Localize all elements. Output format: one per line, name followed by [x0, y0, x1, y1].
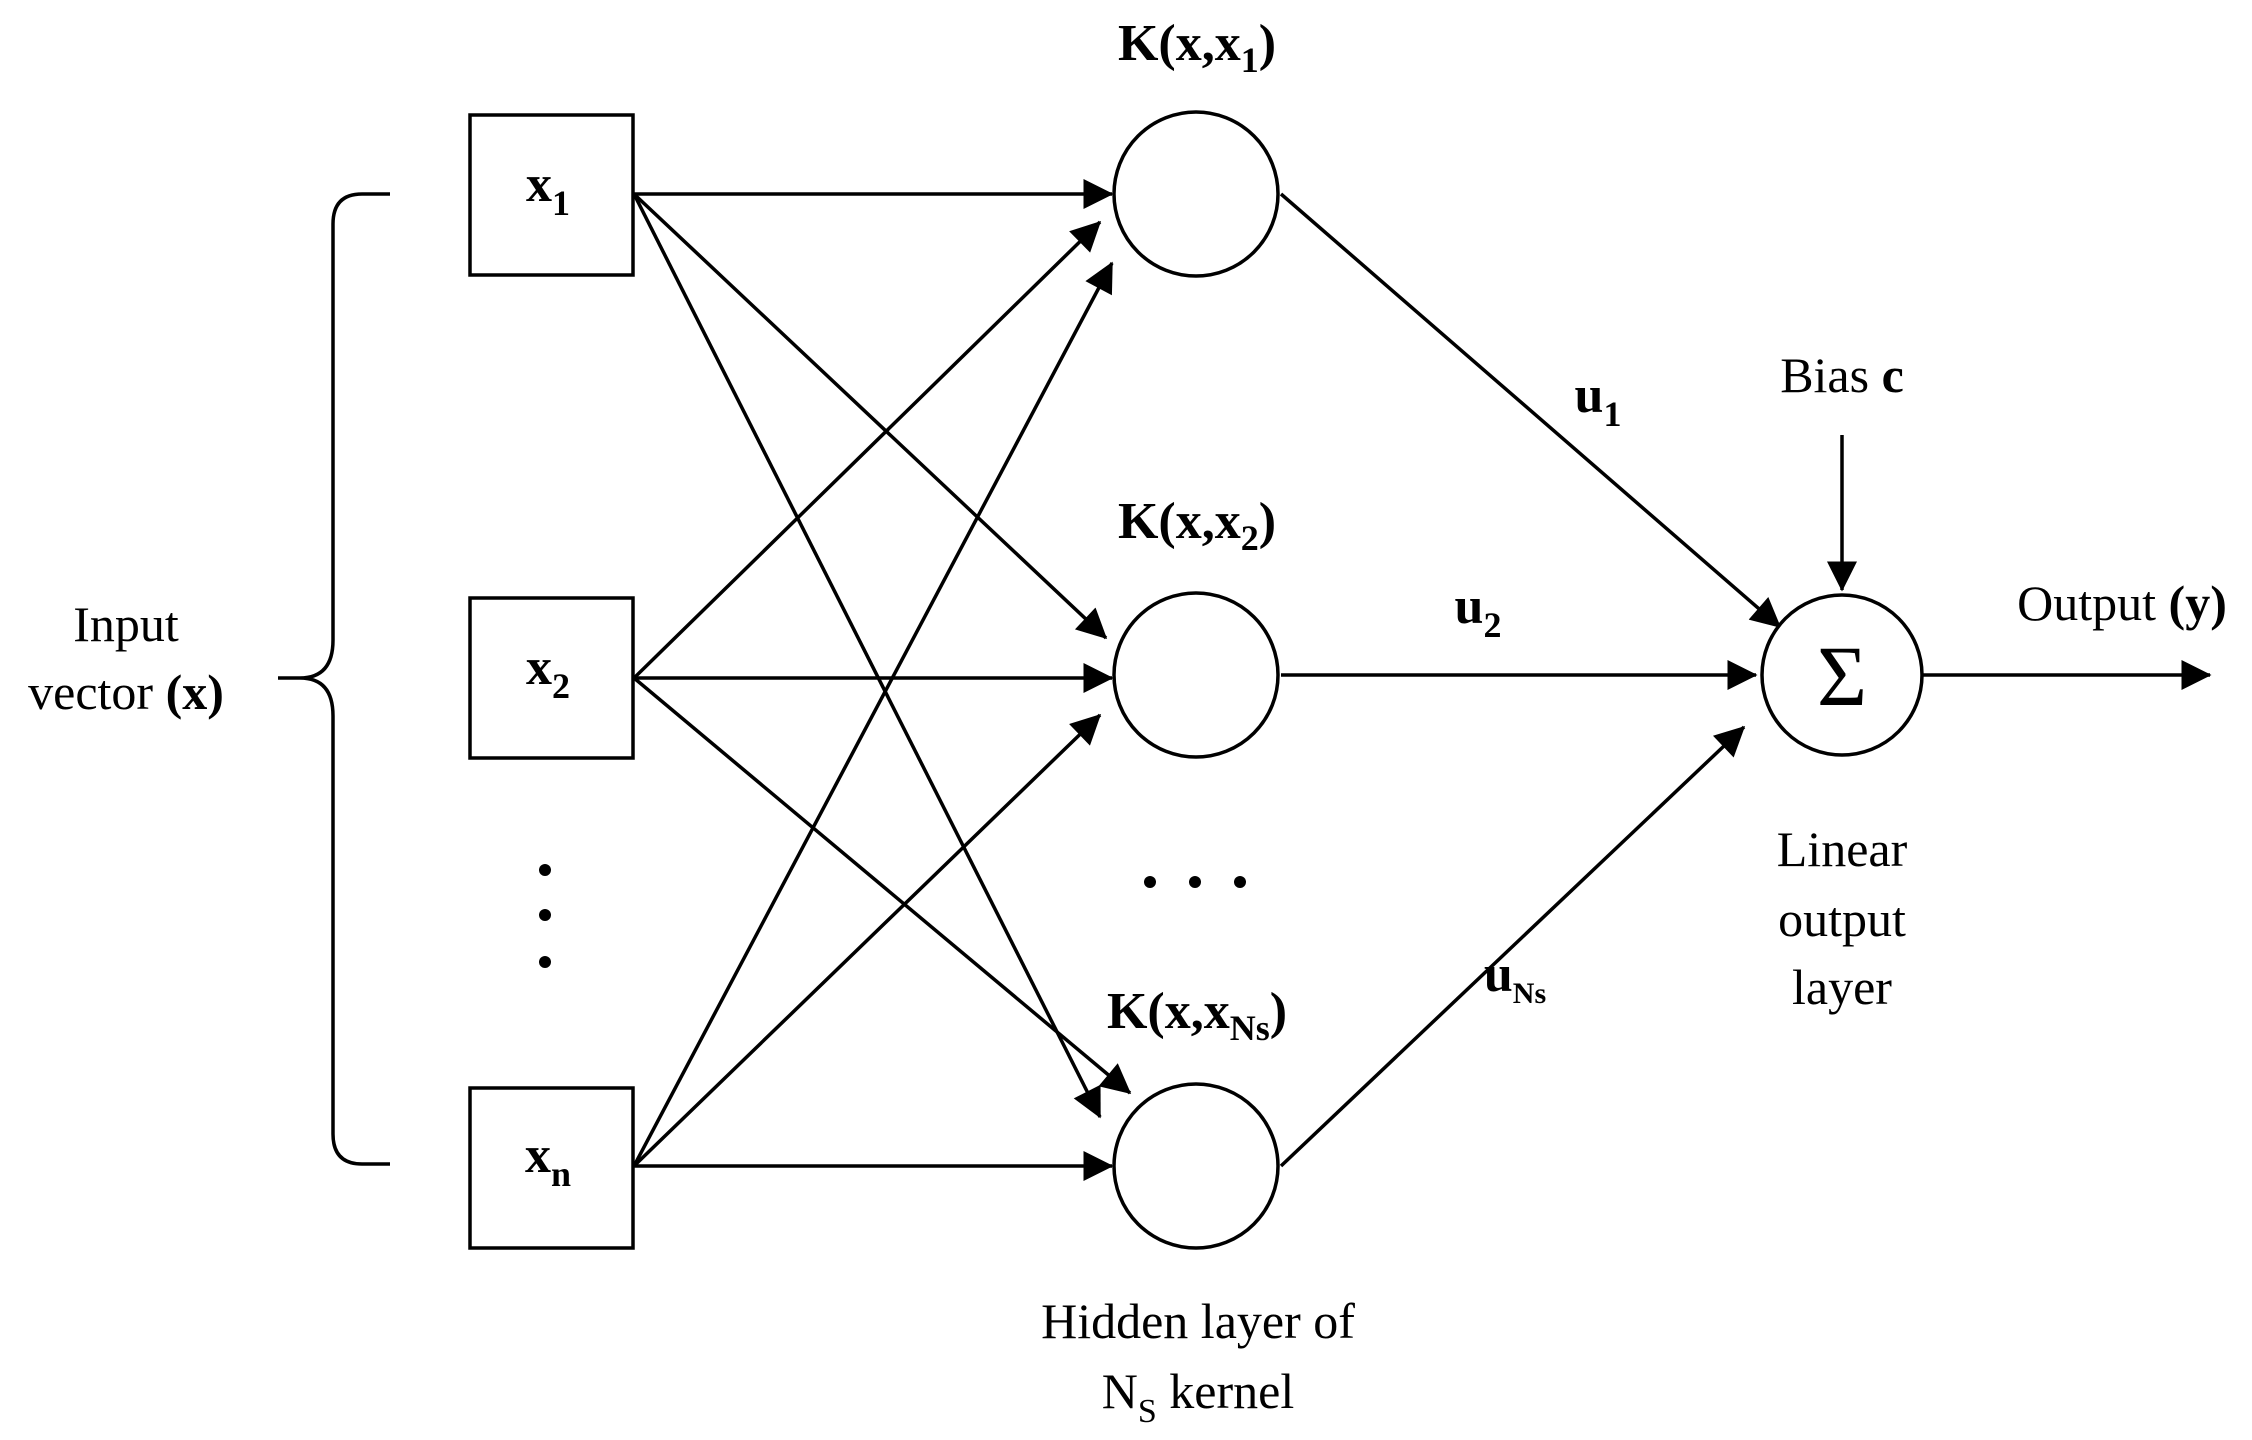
edge-x2-kns	[632, 676, 1132, 1095]
input-brace	[278, 192, 390, 1166]
kernel-node-2	[1112, 591, 1280, 759]
kernel-node-ns	[1112, 1082, 1280, 1250]
edge-xn-k2	[632, 713, 1102, 1168]
input-node-x1: x1	[468, 113, 635, 277]
kernel-node-1	[1112, 110, 1280, 278]
input-node-x2: x2	[468, 596, 635, 760]
output-caption-line1: Linear	[1777, 821, 1908, 877]
edge-xn-k1	[632, 261, 1114, 1167]
svg-text:x2: x2	[526, 639, 570, 706]
edge-kns-sum	[1279, 725, 1746, 1168]
output-label: Output (y)	[2017, 575, 2227, 631]
weight-label-u2: u2	[1455, 578, 1502, 645]
input-node-xn: xn	[468, 1086, 635, 1250]
hidden-caption-line2: NS kernel	[1102, 1363, 1294, 1430]
hidden-ellipsis	[1144, 876, 1246, 888]
sum-node	[1760, 593, 1924, 757]
kernel-label-2: K(x,x2)	[1118, 493, 1276, 558]
sum-icon: Σ	[1817, 628, 1867, 724]
output-caption-line3: layer	[1792, 959, 1892, 1015]
kernel-label-ns: K(x,xNs)	[1107, 983, 1287, 1048]
weight-label-uns: uNs	[1484, 946, 1546, 1010]
output-caption-line2: output	[1778, 891, 1906, 947]
kernel-label-1: K(x,x1)	[1118, 15, 1276, 80]
edge-x2-k1	[632, 220, 1102, 680]
hidden-output-connections	[1279, 192, 2212, 1168]
input-ellipsis	[539, 864, 551, 968]
svg-text:xn: xn	[525, 1127, 571, 1194]
input-label-line2: vector (x)	[28, 664, 224, 720]
input-label-line1: Input	[73, 596, 179, 652]
svg-text:x1: x1	[526, 156, 570, 223]
bias-label: Bias c	[1780, 347, 1904, 403]
weight-label-u1: u1	[1575, 367, 1622, 434]
edge-x1-kns	[632, 193, 1102, 1119]
hidden-caption-line1: Hidden layer of	[1041, 1293, 1355, 1349]
edge-x1-k2	[632, 192, 1108, 640]
edge-k1-sum	[1279, 192, 1782, 629]
input-hidden-connections	[632, 179, 1132, 1181]
